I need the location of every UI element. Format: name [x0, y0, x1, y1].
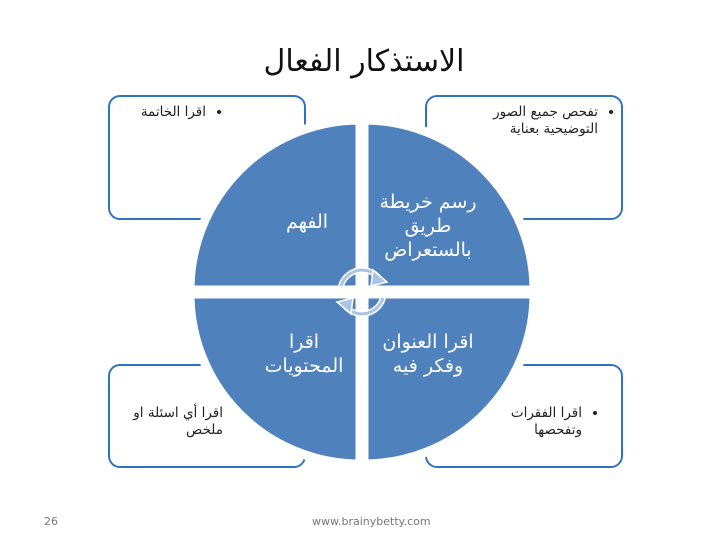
note-bottom-left-text: اقرا أي اسئلة او ملخص — [112, 405, 223, 439]
slide-title: الاستذكار الفعال — [263, 44, 465, 79]
note-bottom-left: اقرا أي اسئلة او ملخص — [112, 405, 237, 439]
cycle-arrows-icon — [335, 267, 389, 317]
circle-quadrants — [185, 115, 539, 469]
website-footer: www.brainybetty.com — [312, 515, 431, 528]
page-number: 26 — [44, 515, 58, 528]
note-top-left: اقرا الخاتمة — [112, 104, 220, 121]
quadrant-label-bottom-right: اقرا العنوان وفكر فيه — [382, 331, 474, 377]
note-top-left-text: اقرا الخاتمة — [112, 104, 206, 121]
note-top-right-text: تفحص جميع الصور التوضيحية بعناية — [474, 104, 598, 138]
quadrant-top-left — [185, 115, 365, 295]
quadrant-label-bottom-left: اقرا المحتويات — [264, 331, 344, 377]
note-bottom-right-text: اقرا الفقرات وتفحصها — [474, 405, 582, 439]
quadrant-top-right — [359, 115, 539, 295]
note-bottom-right: اقرا الفقرات وتفحصها — [474, 405, 596, 439]
note-top-right: تفحص جميع الصور التوضيحية بعناية — [474, 104, 612, 138]
quadrant-label-top-right: رسم خريطة طريق بالستعراض — [379, 191, 477, 261]
quadrant-bottom-left — [185, 289, 365, 469]
quadrant-bottom-right-fill — [359, 289, 539, 469]
quadrant-label-top-left: الفهم — [285, 211, 329, 233]
